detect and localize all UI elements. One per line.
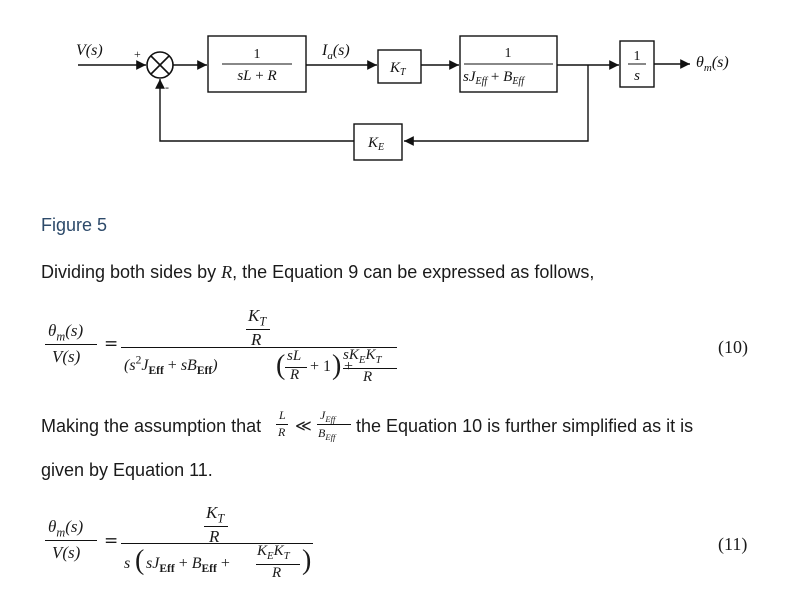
output-label: θm(s) bbox=[696, 54, 729, 74]
back-emf-block bbox=[353, 123, 403, 161]
current-label: Ia(s) bbox=[321, 42, 350, 62]
svg-text:sL + R: sL + R bbox=[237, 68, 276, 84]
equation-11-number: (11) bbox=[718, 534, 748, 554]
svg-text:1: 1 bbox=[254, 47, 261, 62]
paragraph-2b: the Equation 10 is further simplified as… bbox=[356, 416, 693, 437]
minus-sign: - bbox=[165, 80, 169, 94]
svg-text:1: 1 bbox=[634, 49, 641, 64]
feedback-path-left bbox=[155, 79, 354, 142]
paragraph-1: Dividing both sides by R, the Equation 9… bbox=[41, 262, 594, 283]
paragraph-2-text-b: the Equation 10 is further simplified as… bbox=[356, 416, 694, 436]
block-diagram: V(s) + - 1 sL + R Ia(s) KT 1 sJEff + BEf… bbox=[76, 35, 729, 161]
svg-text:s: s bbox=[634, 68, 640, 84]
torque-constant-block bbox=[377, 49, 422, 84]
equation-10: θm(s) V(s) = KT R (s2JEff + sBEff) ( sL … bbox=[0, 300, 799, 400]
paragraph-2-line-2: given by Equation 11. bbox=[41, 460, 213, 480]
feedback-path-right bbox=[404, 65, 589, 146]
summing-junction bbox=[146, 51, 174, 79]
equation-10-number: (10) bbox=[718, 337, 748, 357]
input-label: V(s) bbox=[76, 42, 103, 59]
paragraph-2: Making the assumption that bbox=[41, 416, 261, 437]
svg-text:1: 1 bbox=[505, 46, 512, 61]
paragraph-2-text-a: Making the assumption that bbox=[41, 416, 262, 436]
paragraph-1-text: Dividing both sides by R, the Equation 9… bbox=[41, 262, 595, 282]
equation-11: θm(s) V(s) = KT R s ( sJEff + BEff + KEK… bbox=[0, 500, 799, 600]
plus-sign: + bbox=[134, 47, 141, 61]
assumption-inequality: L R ≪ JEff BEff bbox=[276, 408, 356, 448]
figure-caption: Figure 5 bbox=[41, 215, 108, 235]
